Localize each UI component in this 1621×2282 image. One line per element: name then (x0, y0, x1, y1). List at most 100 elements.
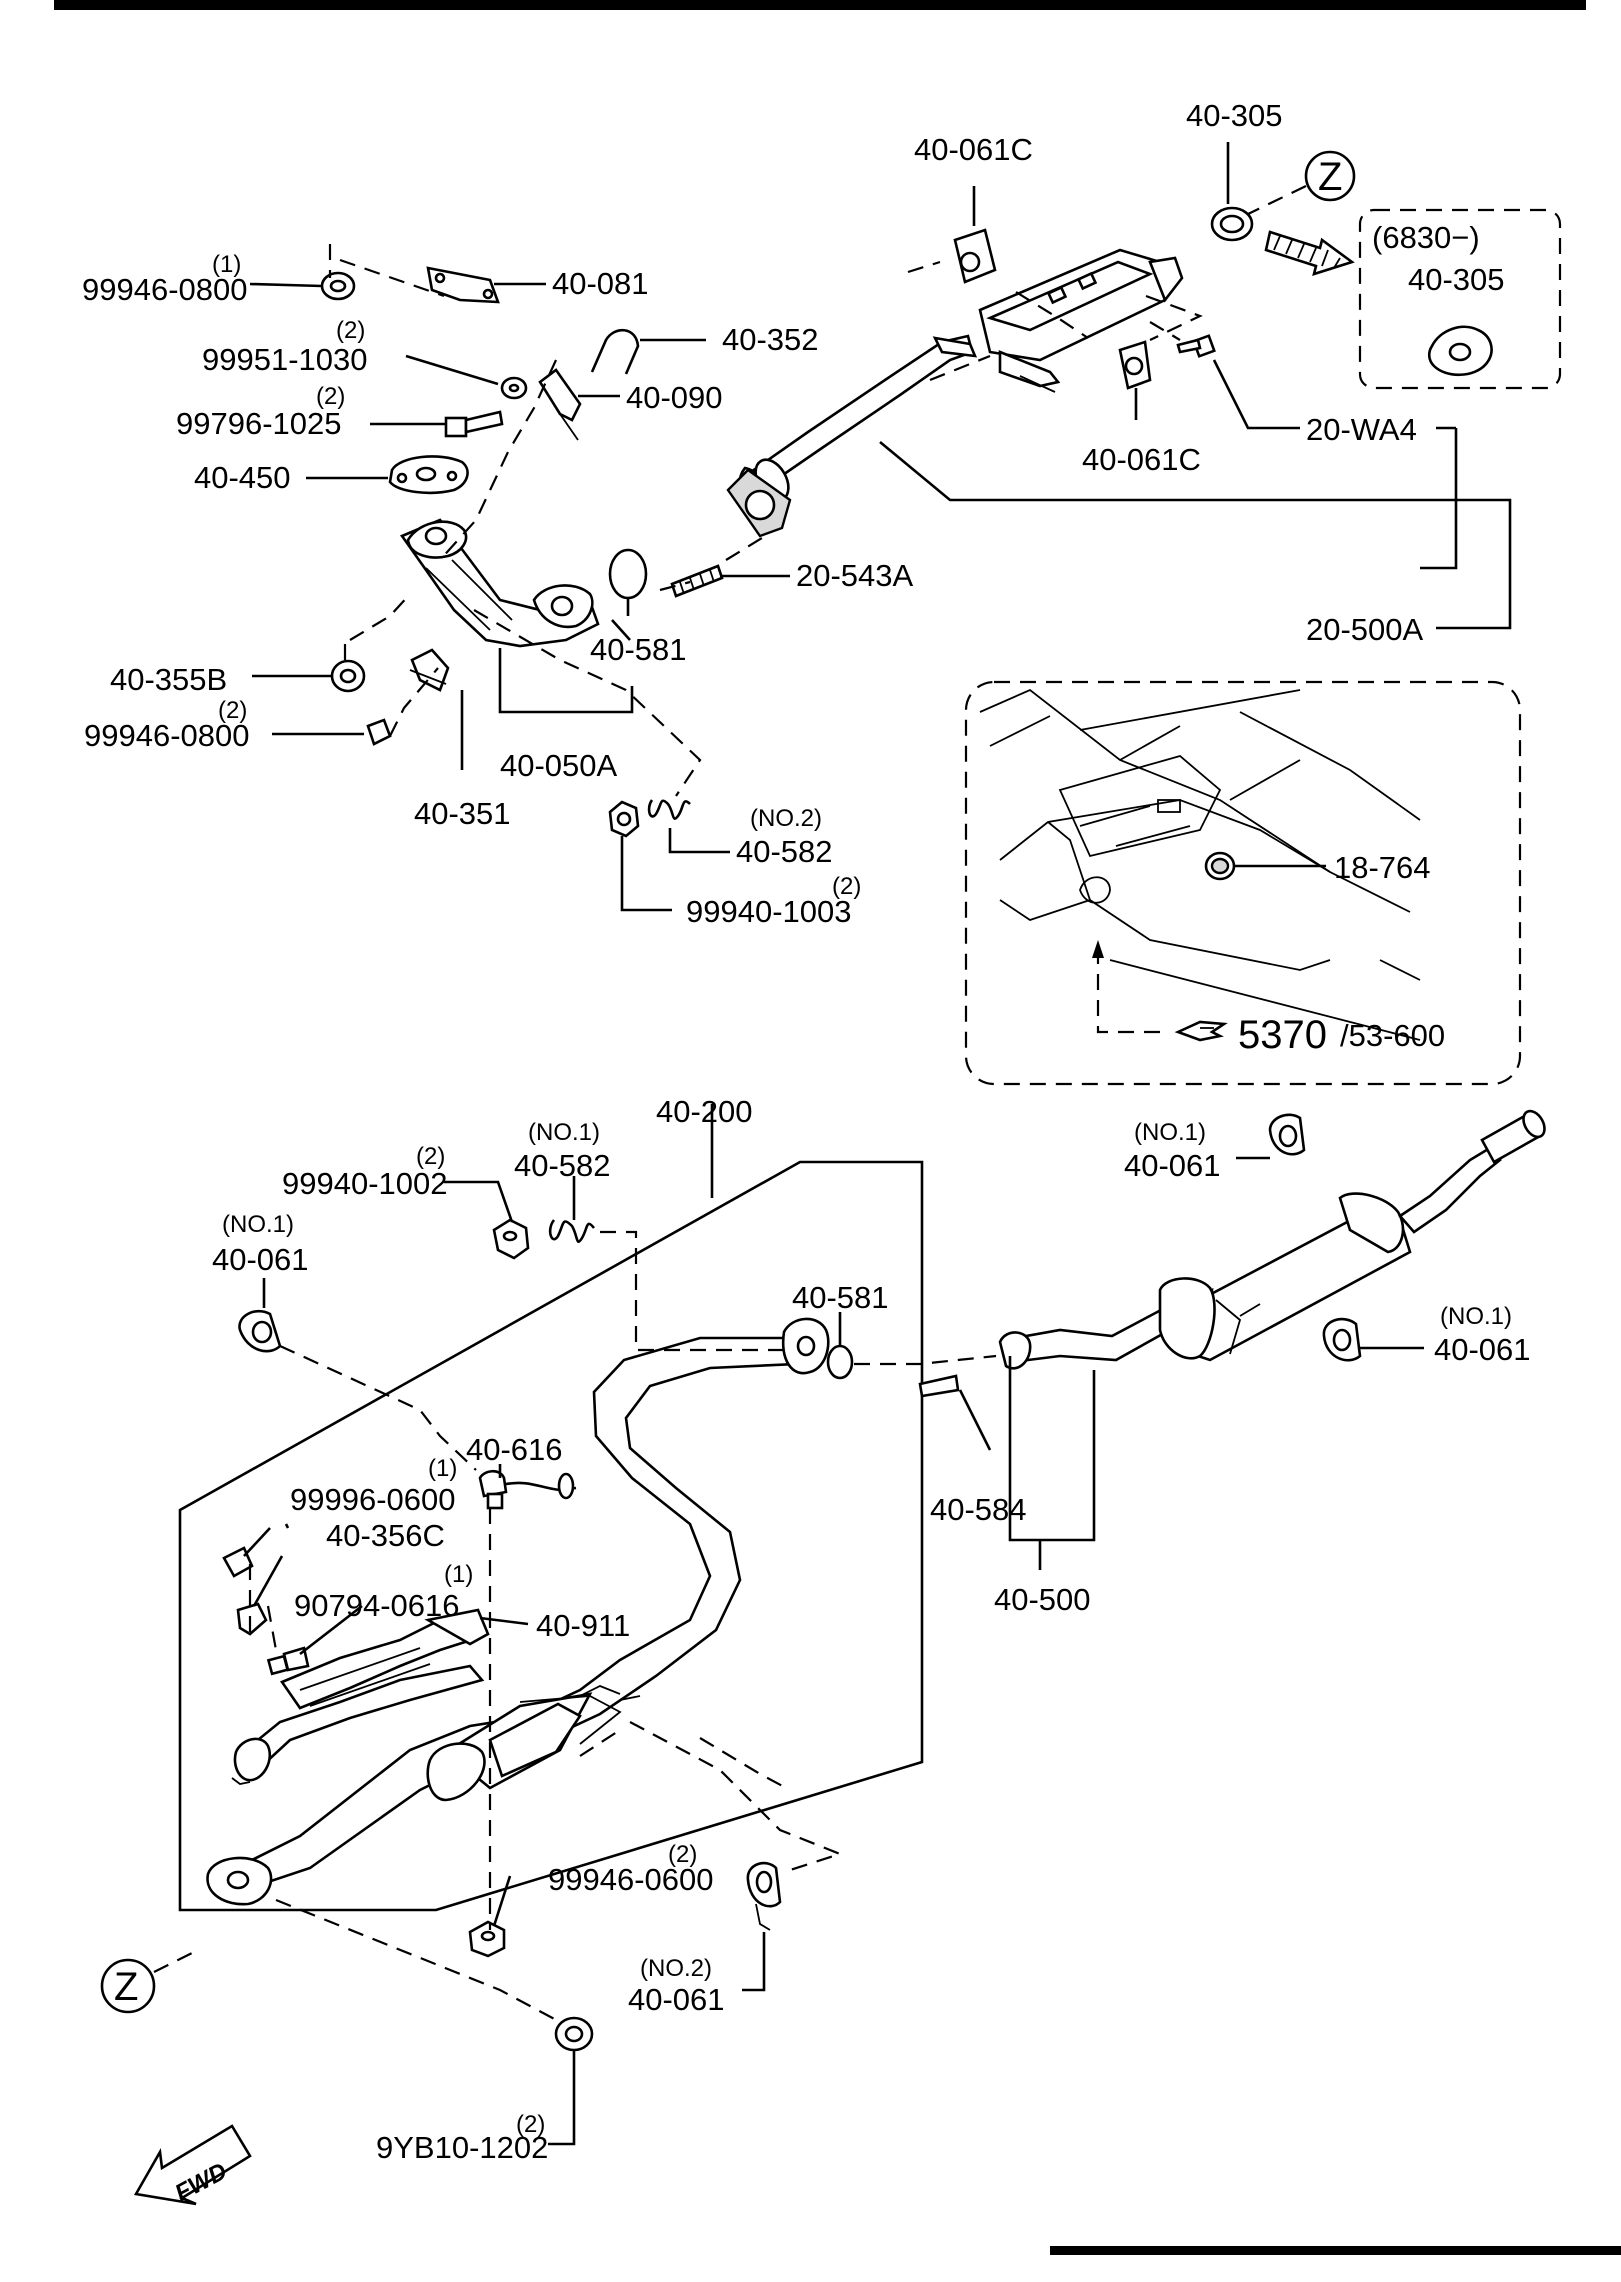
callout-qty-c28: (2) (416, 1143, 445, 1170)
catalytic-converter (932, 248, 1184, 393)
exhaust-pipe-40-050a (400, 518, 600, 648)
callout-qty-c27: (NO.1) (528, 1119, 600, 1146)
callout-c16: 20-500A (1306, 612, 1424, 647)
gasket-ring-40-305 (1210, 206, 1254, 242)
front-pipe-20-500a (726, 334, 974, 538)
grommet-18-764 (1204, 851, 1236, 881)
callout-c32: 40-061 (1434, 1332, 1531, 1367)
callout-qty-c18: (2) (218, 697, 247, 724)
callout-qty-c22: (2) (832, 873, 861, 900)
callout-c27: 40-582 (514, 1148, 611, 1183)
callout-c8: 40-352 (722, 322, 819, 357)
inset-body-panel (979, 688, 1421, 1041)
ref-marker-z-top-label: Z (1318, 155, 1342, 199)
bracket-40-081 (426, 266, 500, 304)
hanger-rubber-40-061-no2 (746, 1861, 782, 1931)
nut-40-355b (330, 659, 366, 693)
callout-c40: 99946-0600 (548, 1862, 714, 1897)
callout-c30: 40-061 (1124, 1148, 1221, 1183)
bottom-rule (1050, 2246, 1621, 2255)
callout-qty-c7: (2) (336, 317, 365, 344)
callout-c24: 5370 (1238, 1013, 1327, 1057)
callout-qty-c5: (1) (212, 251, 241, 278)
callout-c41: 40-061 (628, 1982, 725, 2017)
callout-qty-c9: (2) (316, 383, 345, 410)
callout-c33: 40-616 (466, 1432, 563, 1467)
callout-qty-c21: (NO.2) (750, 805, 822, 832)
callout-c42: 9YB10-1202 (376, 2130, 548, 2165)
nut-99940-1002 (492, 1218, 530, 1260)
ref-marker-z-top (1304, 150, 1356, 202)
nut-99946-0800-bottom (366, 718, 392, 746)
callout-labels: 40-061C40-305(6830−)40-30599946-0800(1)4… (82, 98, 1531, 2165)
callout-c3: (6830−) (1372, 220, 1480, 255)
callout-c9: 99796-1025 (176, 406, 342, 441)
callout-c5: 99946-0800 (82, 272, 248, 307)
top-rule (54, 0, 1586, 10)
callout-c7: 99951-1030 (202, 342, 368, 377)
callout-c13: 20-WA4 (1306, 412, 1417, 447)
callout-c2: 40-305 (1186, 98, 1283, 133)
callout-c15: 40-581 (590, 632, 687, 667)
callout-c12: 40-061C (1082, 442, 1201, 477)
callout-c36: 90794-0616 (294, 1588, 460, 1623)
callout-qty-c29: (NO.1) (222, 1211, 294, 1238)
stud-bolt-20-543a (670, 564, 724, 598)
gasket-ring-40-581-lower (826, 1344, 854, 1380)
ref-marker-z-bottom-label: Z (114, 1965, 138, 2009)
callout-c14: 20-543A (796, 558, 914, 593)
callout-qty-c41: (NO.2) (640, 1955, 712, 1982)
spring-40-582-no1 (548, 1219, 596, 1244)
bracket-40-090 (538, 368, 582, 441)
callout-c20: 40-351 (414, 796, 511, 831)
bolt-99796-1025 (444, 410, 504, 438)
pointing-hand-icon (1174, 1020, 1228, 1042)
callout-qty-c30: (NO.1) (1134, 1119, 1206, 1146)
nut-99946-0600 (468, 1920, 506, 1958)
hanger-rubber-40-061-right (1322, 1317, 1362, 1362)
callout-qty-c42: (2) (516, 2111, 545, 2138)
clip-40-356c (236, 1602, 268, 1636)
washer-99951-1030 (500, 376, 528, 400)
outline-box-40-200 (178, 1160, 924, 1912)
fwd-arrow-icon: FWD (133, 2124, 252, 2207)
callout-c1: 40-061C (914, 132, 1033, 167)
hanger-rubber-40-061c-top (953, 228, 997, 284)
u-bolt-40-352 (590, 328, 640, 375)
callout-c35: 40-356C (326, 1518, 445, 1553)
oxygen-sensor-40-616 (478, 1469, 577, 1510)
gasket-flange-40-305-inset (1427, 325, 1493, 377)
inset-box-18-764 (964, 680, 1522, 1086)
nut-99940-1003 (608, 800, 640, 838)
stud-bolt-40-584 (918, 1374, 960, 1398)
callout-c34: 99996-0600 (290, 1482, 456, 1517)
bracket-40-351 (409, 648, 450, 692)
hanger-rubber-40-061-top-right (1268, 1113, 1306, 1156)
callout-c26: 40-200 (656, 1094, 753, 1129)
callout-c22: 99940-1003 (686, 894, 852, 929)
inset-box-6830 (1358, 208, 1562, 390)
callout-c29: 40-061 (212, 1242, 309, 1277)
callout-qty-c34: (1) (428, 1455, 457, 1482)
callout-c21: 40-582 (736, 834, 833, 869)
callout-c23: 18-764 (1334, 850, 1431, 885)
main-muffler-40-500 (998, 1109, 1546, 1370)
callout-c38: 40-584 (930, 1492, 1027, 1527)
callout-c6: 40-081 (552, 266, 649, 301)
gasket-40-450 (388, 455, 469, 495)
callout-c4: 40-305 (1408, 262, 1505, 297)
callout-c17: 40-355B (110, 662, 227, 697)
callout-c25: /53-600 (1340, 1018, 1445, 1053)
callout-qty-c40: (2) (668, 1841, 697, 1868)
resonator-muffler (426, 1685, 641, 1802)
callout-c18: 99946-0800 (84, 718, 250, 753)
callout-qty-c36: (1) (444, 1561, 473, 1588)
front-pipe-lower (231, 1664, 485, 1785)
callout-c28: 99940-1002 (282, 1166, 448, 1201)
callout-c10: 40-090 (626, 380, 723, 415)
inset-arrow (1092, 940, 1104, 958)
hanger-rubber-40-061-left (238, 1309, 282, 1353)
callout-qty-c32: (NO.1) (1440, 1303, 1512, 1330)
